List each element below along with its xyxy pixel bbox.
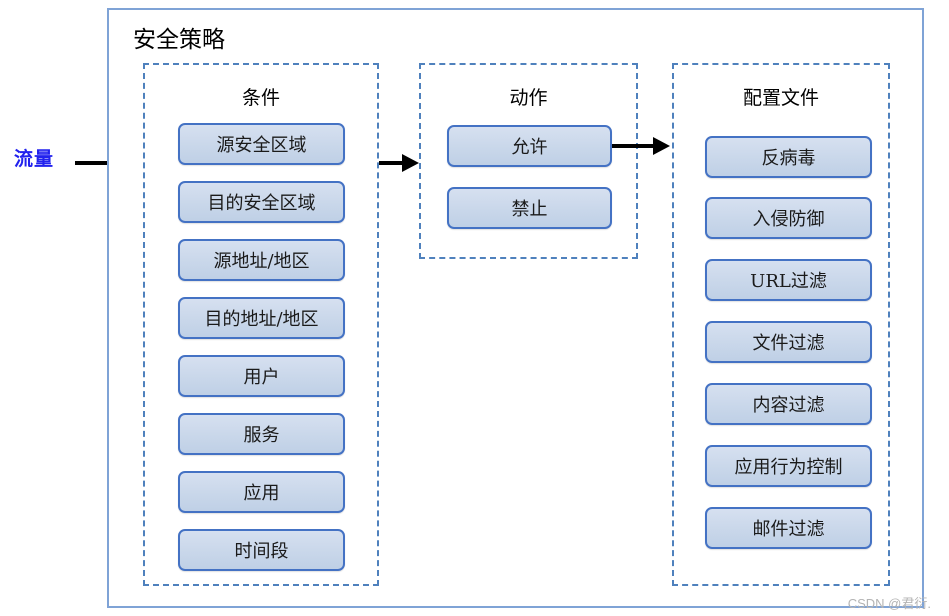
profile-item-intrusion-prevention[interactable]: 入侵防御: [705, 197, 872, 239]
arrow-head: [402, 154, 419, 172]
arrow-shaft: [75, 161, 130, 165]
profile-item-content-filtering[interactable]: 内容过滤: [705, 383, 872, 425]
arrow-shaft: [379, 161, 405, 165]
group-title-conditions: 条件: [241, 87, 280, 109]
profile-item-app-behavior-control[interactable]: 应用行为控制: [705, 445, 872, 487]
group-title-actions: 动作: [509, 87, 548, 109]
action-item-deny[interactable]: 禁止: [447, 187, 612, 229]
profile-item-mail-filtering[interactable]: 邮件过滤: [705, 507, 872, 549]
condition-item-destination-zone[interactable]: 目的安全区域: [178, 181, 345, 223]
condition-item-time-range[interactable]: 时间段: [178, 529, 345, 571]
condition-item-source-address[interactable]: 源地址/地区: [178, 239, 345, 281]
condition-item-source-zone[interactable]: 源安全区域: [178, 123, 345, 165]
condition-item-application[interactable]: 应用: [178, 471, 345, 513]
arrow-head: [653, 137, 670, 155]
condition-item-destination-address[interactable]: 目的地址/地区: [178, 297, 345, 339]
watermark-text: CSDN @君衍.: [847, 596, 931, 611]
profile-item-file-filtering[interactable]: 文件过滤: [705, 321, 872, 363]
profile-item-antivirus[interactable]: 反病毒: [705, 136, 872, 178]
traffic-label: 流量: [14, 149, 55, 170]
profile-item-url-filtering[interactable]: URL过滤: [705, 259, 872, 301]
group-title-profiles: 配置文件: [742, 87, 819, 109]
condition-item-service[interactable]: 服务: [178, 413, 345, 455]
condition-item-user[interactable]: 用户: [178, 355, 345, 397]
page-title: 安全策略: [133, 27, 225, 53]
arrow-shaft: [612, 144, 656, 148]
action-item-permit[interactable]: 允许: [447, 125, 612, 167]
